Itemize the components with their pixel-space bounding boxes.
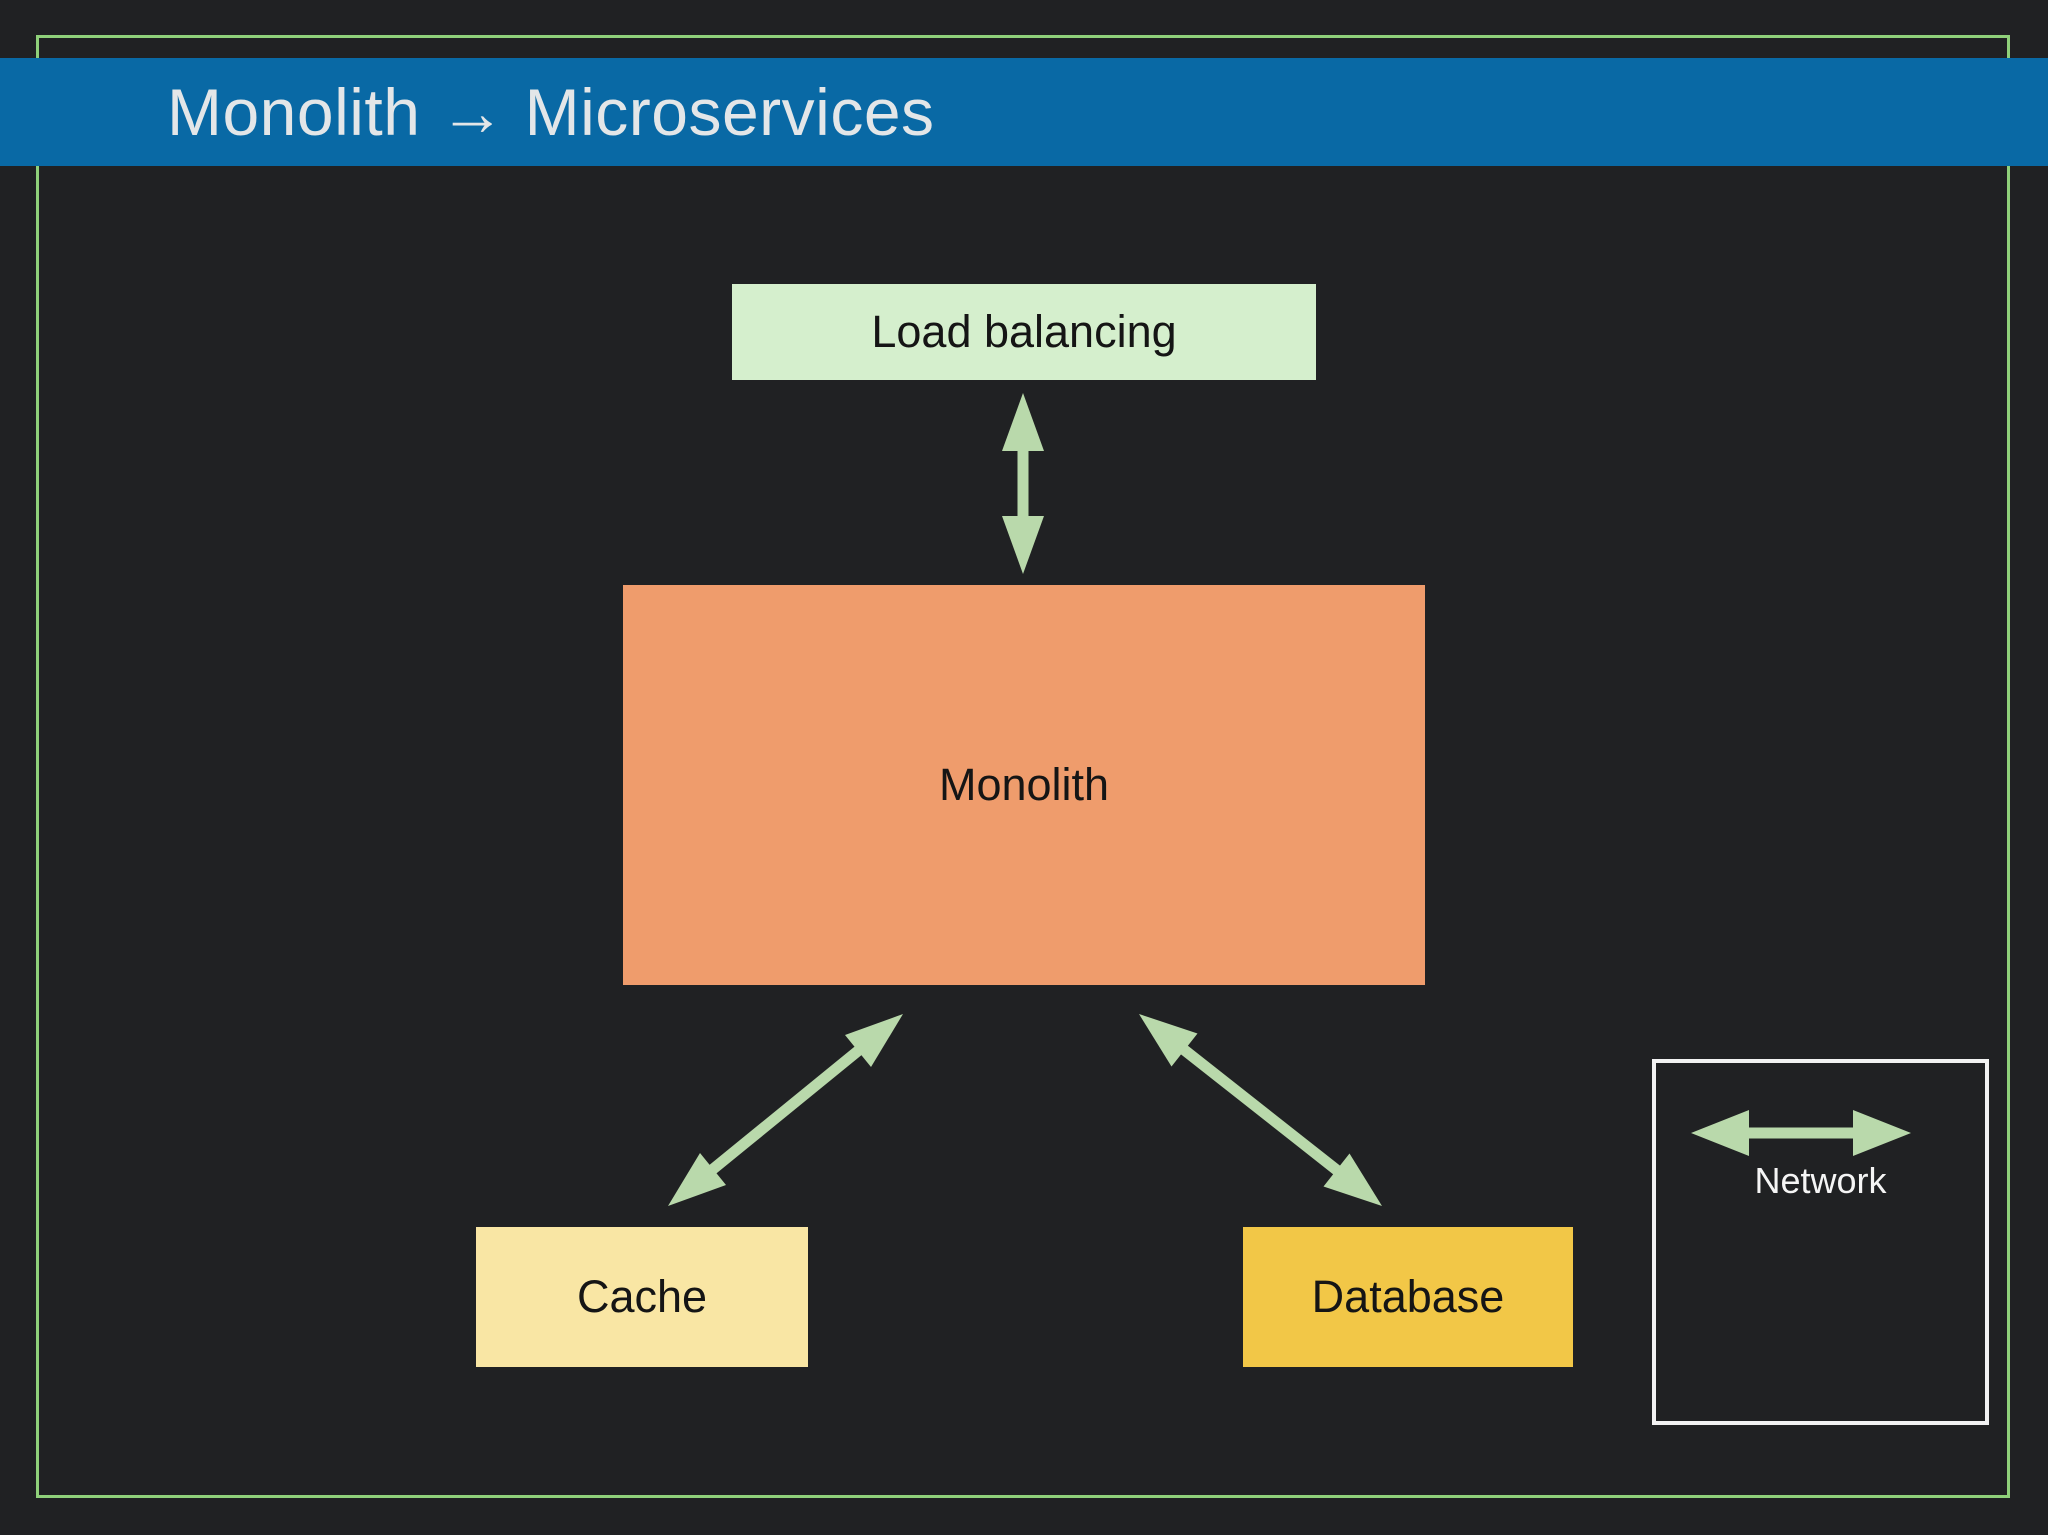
title-bar: Monolith → Microservices — [0, 58, 2048, 166]
slide-frame-border — [36, 35, 2010, 1498]
node-cache: Cache — [476, 1227, 808, 1367]
node-database-label: Database — [1311, 1271, 1505, 1322]
node-database: Database — [1243, 1227, 1573, 1367]
node-monolith-label: Monolith — [938, 759, 1110, 810]
legend-box — [1652, 1059, 1989, 1425]
node-load-balancing-label: Load balancing — [871, 306, 1177, 357]
slide-title: Monolith → Microservices — [167, 75, 935, 149]
node-monolith: Monolith — [623, 585, 1425, 985]
node-cache-label: Cache — [576, 1271, 708, 1322]
node-load-balancing: Load balancing — [732, 284, 1316, 380]
legend-label: Network — [1754, 1160, 1887, 1201]
